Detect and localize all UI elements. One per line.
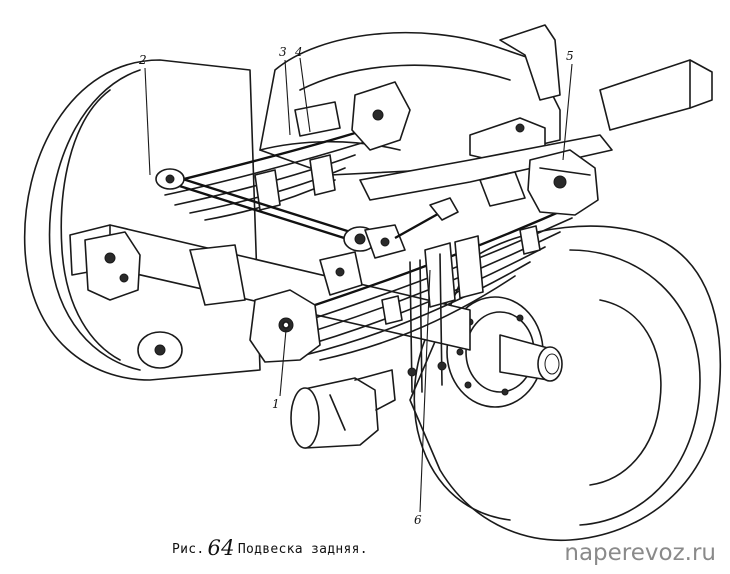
spring-bracket-front [479,149,599,216]
link-rod [394,197,459,240]
callout-6: 6 [414,513,422,527]
watermark: naperevoz.ru [564,540,716,566]
callout-2: 2 [138,53,147,67]
caption-number: 64 [207,536,235,560]
caption-prefix: Рис. [172,542,205,557]
leaf-spring-far [159,81,411,221]
callout-5: 5 [566,49,574,63]
brake-chamber [290,369,396,449]
spring-bracket-rear [249,289,321,363]
callout-1: 1 [272,397,280,411]
left-bracket [84,231,141,301]
reaction-rod [155,168,406,259]
callout-labels: 2 3 4 5 1 6 [138,45,574,527]
wheel-hub [446,296,563,408]
caption-title: Подвеска задняя. [237,542,368,557]
leader-lines [144,57,573,513]
center-bracket [319,251,363,296]
u-bolts [407,253,447,393]
callout-3: 3 [279,45,287,59]
callout-4: 4 [294,45,303,59]
left-wheels [23,59,261,381]
